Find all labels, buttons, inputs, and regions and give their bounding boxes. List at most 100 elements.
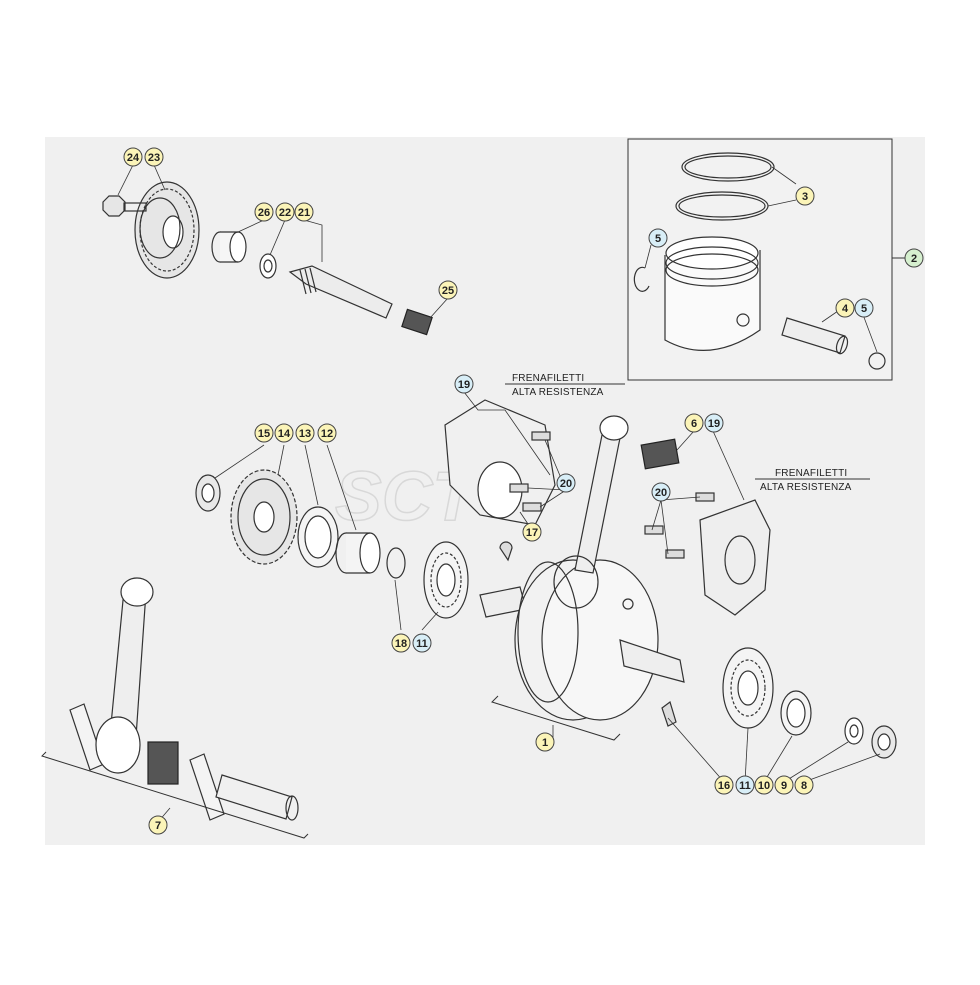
svg-text:16: 16 [718, 780, 730, 792]
oring-18 [386, 547, 406, 579]
svg-text:24: 24 [127, 152, 140, 164]
svg-text:11: 11 [739, 780, 751, 792]
piston-circlip-left [633, 266, 650, 292]
main-bearing-11-left [423, 541, 469, 619]
seal-13 [297, 506, 339, 568]
bearing-26 [211, 231, 247, 263]
piston-rings [675, 152, 775, 221]
svg-text:9: 9 [781, 780, 787, 792]
svg-text:26: 26 [258, 207, 270, 219]
svg-text:23: 23 [148, 152, 160, 164]
callout-5-right: 5 [854, 298, 874, 318]
svg-text:20: 20 [655, 487, 667, 499]
main-bearing-11-right [722, 647, 774, 729]
callout-19-left: 19 [454, 374, 474, 394]
conrod-main [553, 415, 629, 609]
nut-8 [871, 725, 897, 759]
svg-text:12: 12 [321, 428, 333, 440]
callout-1: 1 [535, 732, 555, 752]
small-end-bearing-6 [640, 438, 680, 470]
svg-text:15: 15 [258, 428, 270, 440]
balance-shaft-21 [288, 265, 393, 319]
piston [664, 236, 761, 351]
callout-24: 24 [123, 147, 143, 167]
svg-text:13: 13 [299, 428, 311, 440]
primary-gear-14 [230, 469, 298, 565]
callout-16: 16 [714, 775, 734, 795]
callout-3: 3 [795, 186, 815, 206]
svg-text:21: 21 [298, 207, 310, 219]
callout-18: 18 [391, 633, 411, 653]
callout-21: 21 [294, 202, 314, 222]
threadlocker-note-left: FRENAFILETTI ALTA RESISTENZA [505, 373, 625, 398]
washer-9 [844, 717, 864, 745]
group-brackets [41, 695, 621, 839]
callout-22: 22 [275, 202, 295, 222]
callout-17: 17 [522, 522, 542, 542]
balance-gear [134, 181, 200, 279]
callout-26: 26 [254, 202, 274, 222]
primary-nut-15 [195, 474, 221, 512]
needle-bearing-25 [401, 308, 433, 336]
callouts: 24 23 26 22 21 25 3 5 2 4 5 19 6 19 15 1… [123, 147, 924, 835]
callout-8: 8 [794, 775, 814, 795]
svg-text:FRENAFILETTI: FRENAFILETTI [512, 373, 584, 384]
svg-text:4: 4 [842, 303, 849, 315]
callout-20-right: 20 [651, 482, 671, 502]
callout-6: 6 [684, 413, 704, 433]
screws-20 [509, 431, 715, 559]
svg-text:22: 22 [279, 207, 291, 219]
callout-19-right: 19 [704, 413, 724, 433]
svg-text:FRENAFILETTI: FRENAFILETTI [775, 468, 847, 479]
callout-20-left: 20 [556, 473, 576, 493]
spacer-12 [335, 532, 381, 574]
flange-bolt [102, 195, 147, 217]
spacer-22 [259, 253, 277, 279]
svg-text:ALTA RESISTENZA: ALTA RESISTENZA [512, 387, 604, 398]
conrod-kit-7 [69, 577, 299, 821]
seal-10 [780, 690, 812, 736]
svg-text:25: 25 [442, 285, 454, 297]
callout-13: 13 [295, 423, 315, 443]
woodruff-key-17 [499, 541, 513, 562]
svg-text:14: 14 [278, 428, 291, 440]
callout-7: 7 [148, 815, 168, 835]
callout-11-left: 11 [412, 633, 432, 653]
svg-text:19: 19 [708, 418, 720, 430]
svg-text:7: 7 [155, 820, 161, 832]
svg-text:5: 5 [655, 233, 661, 245]
callout-14: 14 [274, 423, 294, 443]
svg-text:5: 5 [861, 303, 867, 315]
svg-text:ALTA RESISTENZA: ALTA RESISTENZA [760, 482, 852, 493]
callout-15: 15 [254, 423, 274, 443]
svg-text:6: 6 [691, 418, 697, 430]
svg-text:10: 10 [758, 780, 770, 792]
svg-text:1: 1 [542, 737, 548, 749]
svg-text:8: 8 [801, 780, 807, 792]
callout-2: 2 [904, 248, 924, 268]
svg-text:19: 19 [458, 379, 470, 391]
callout-23: 23 [144, 147, 164, 167]
threadlocker-note-right: FRENAFILETTI ALTA RESISTENZA [755, 468, 870, 493]
oil-pump-19-left [444, 399, 556, 526]
callout-11-right: 11 [735, 775, 755, 795]
svg-text:11: 11 [416, 638, 428, 650]
callout-10: 10 [754, 775, 774, 795]
callout-25: 25 [438, 280, 458, 300]
svg-text:2: 2 [911, 253, 917, 265]
callout-4: 4 [835, 298, 855, 318]
svg-text:20: 20 [560, 478, 572, 490]
svg-text:3: 3 [802, 191, 808, 203]
svg-text:18: 18 [395, 638, 407, 650]
piston-circlip-right [868, 352, 886, 370]
oil-pump-19-right [699, 499, 771, 616]
callout-5-top: 5 [648, 228, 668, 248]
crankshaft-1 [479, 559, 685, 721]
leader-lines [117, 164, 881, 823]
piston-pin [781, 317, 849, 355]
callout-9: 9 [774, 775, 794, 795]
woodruff-key-16 [661, 701, 677, 727]
svg-text:17: 17 [526, 527, 538, 539]
